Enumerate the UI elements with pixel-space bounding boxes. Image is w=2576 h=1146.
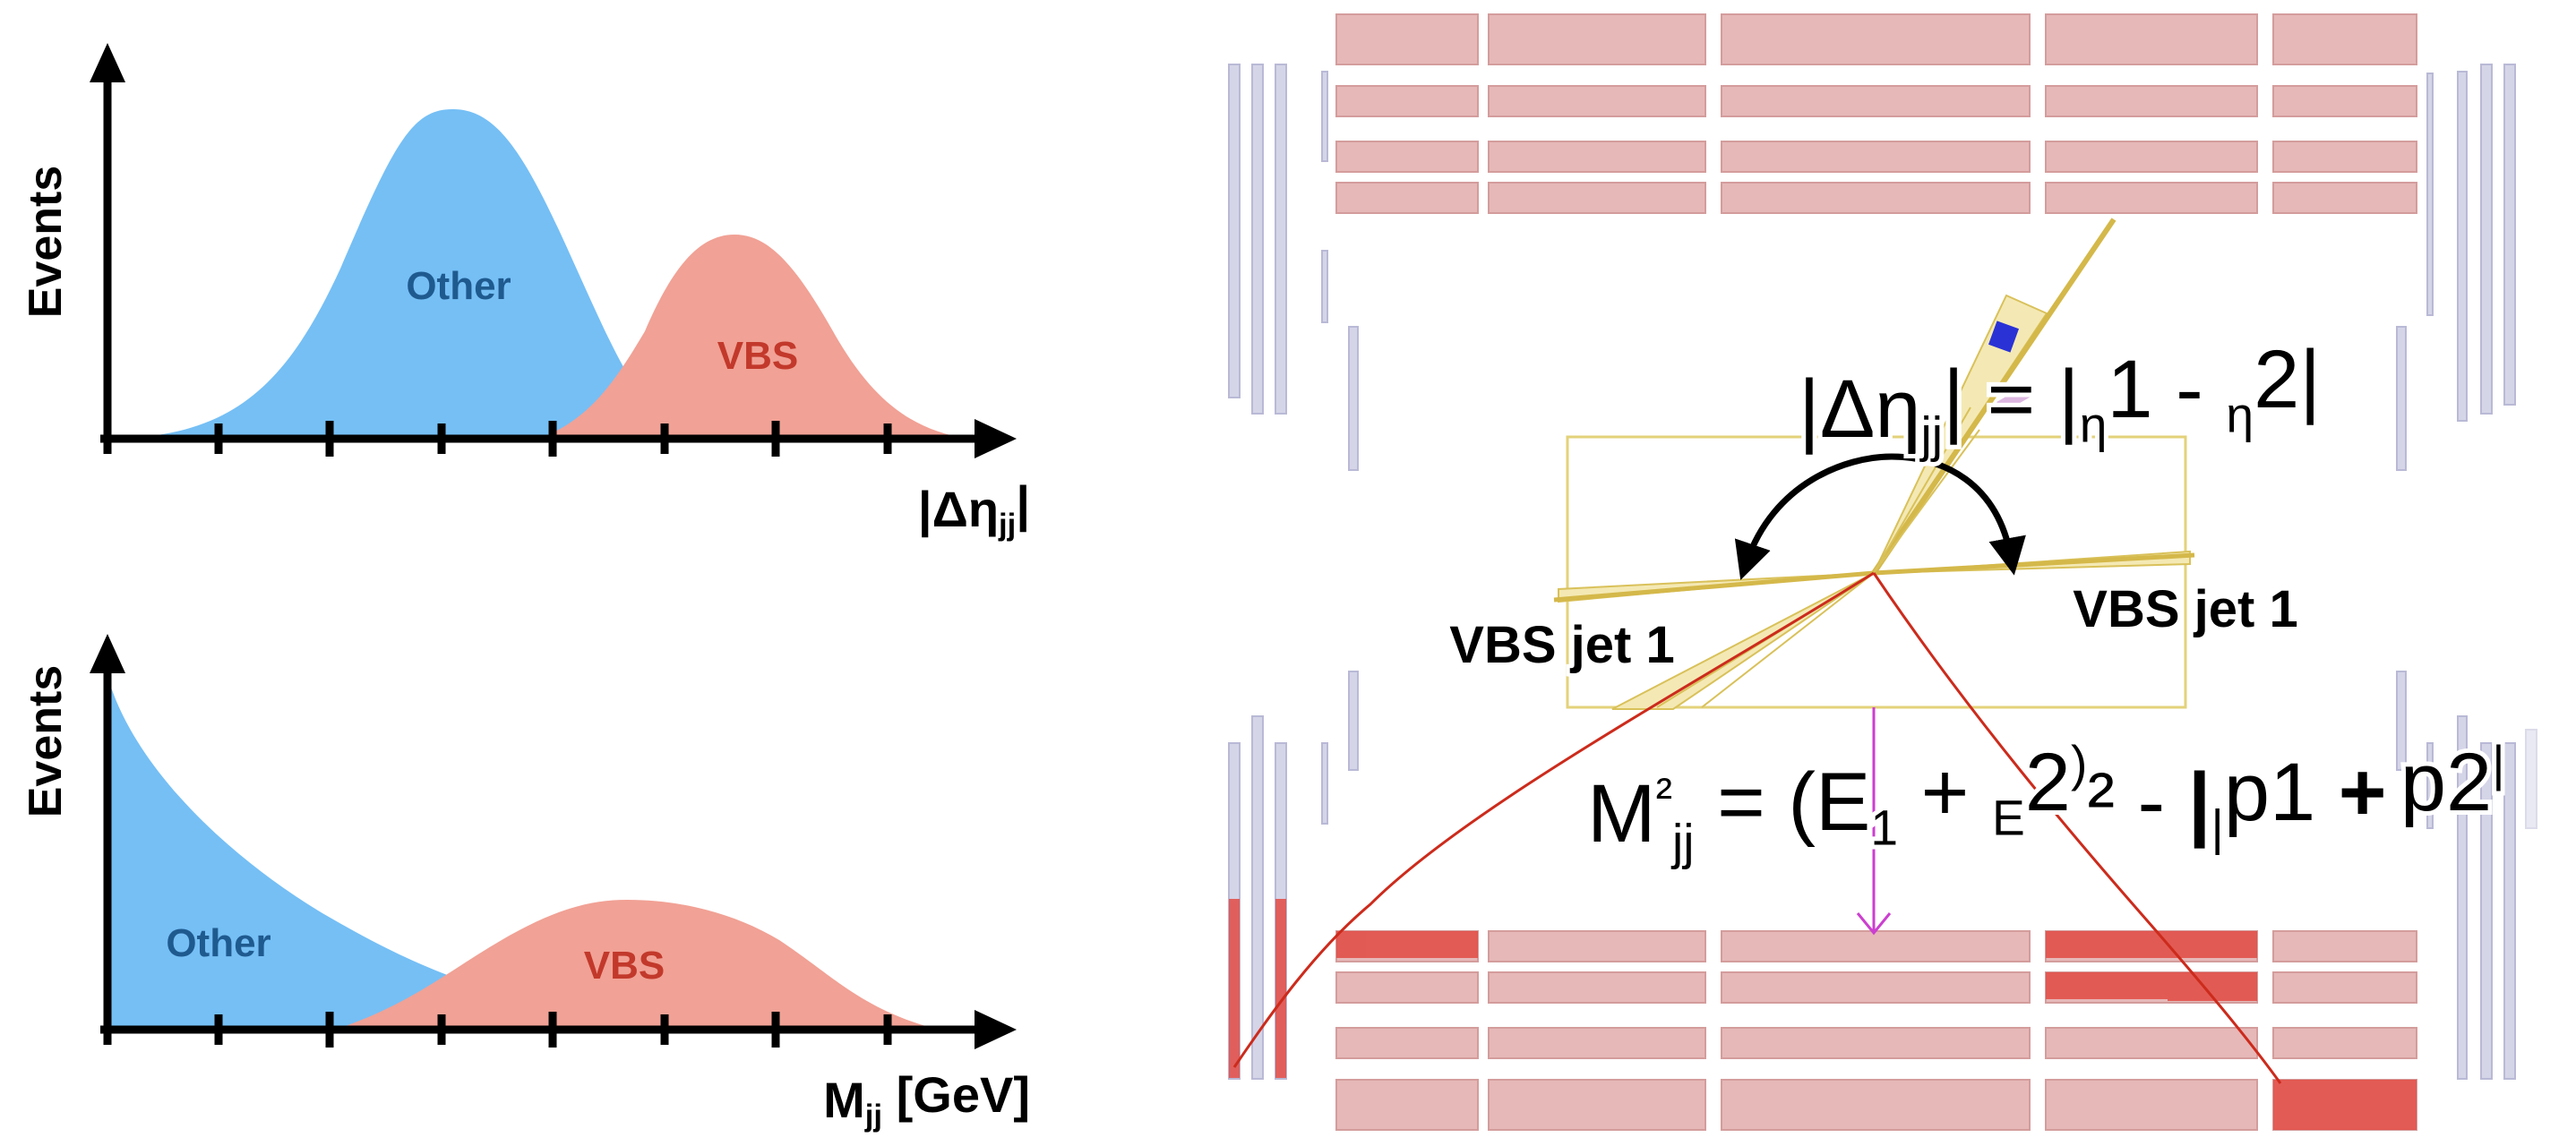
x-axis-label: Mjj [GeV] [823, 1066, 1030, 1133]
jet-label-right: VBS jet 1 [2073, 580, 2297, 638]
delta-eta-arrow [1734, 453, 2026, 580]
event-display: VBS jet 1 VBS jet 1 |Δηjj| = |η1 - η2| M… [1228, 13, 2537, 1131]
vbs-label: VBS [717, 334, 798, 378]
other-distribution [106, 109, 681, 439]
charged-tracks [1232, 571, 2282, 1084]
detector-modules-top [1335, 13, 2417, 214]
other-distribution [107, 676, 475, 1028]
x-axis-arrow [975, 419, 1017, 458]
pink-hit [1996, 383, 2034, 414]
jet-label-left: VBS jet 1 [1449, 616, 1674, 674]
delta-eta-plot: Events |Δηjj| Other VBS [20, 43, 1030, 543]
vbs-label: VBS [584, 944, 665, 988]
other-label: Other [406, 264, 511, 308]
detector-side-bars [1228, 64, 2537, 1080]
x-axis-arrow [975, 1010, 1017, 1049]
x-ticks [103, 421, 892, 457]
detector-hits [1229, 899, 2417, 1130]
magenta-arrowhead [1856, 912, 1892, 936]
detector-modules-bottom [1335, 930, 2417, 1131]
other-label: Other [166, 921, 270, 965]
x-ticks [103, 1012, 892, 1048]
y-axis-label: Events [20, 166, 72, 319]
y-axis-arrow [90, 43, 125, 82]
mjj-plot: Events Mjj [GeV] Other VBS [20, 634, 1030, 1133]
x-axis-label: |Δηjj| [918, 475, 1030, 543]
vbs-distribution [340, 900, 932, 1028]
y-axis-arrow [90, 634, 125, 673]
delta-eta-equation: |Δηjj| = |η1 - η2| [1799, 334, 2321, 463]
mass-equation: M²jj = (E1 + E2)² - ||p1 + p2| [1587, 736, 2505, 869]
y-axis-label: Events [20, 665, 72, 818]
blue-hit [1988, 321, 2020, 353]
vbs-distribution [537, 235, 967, 439]
